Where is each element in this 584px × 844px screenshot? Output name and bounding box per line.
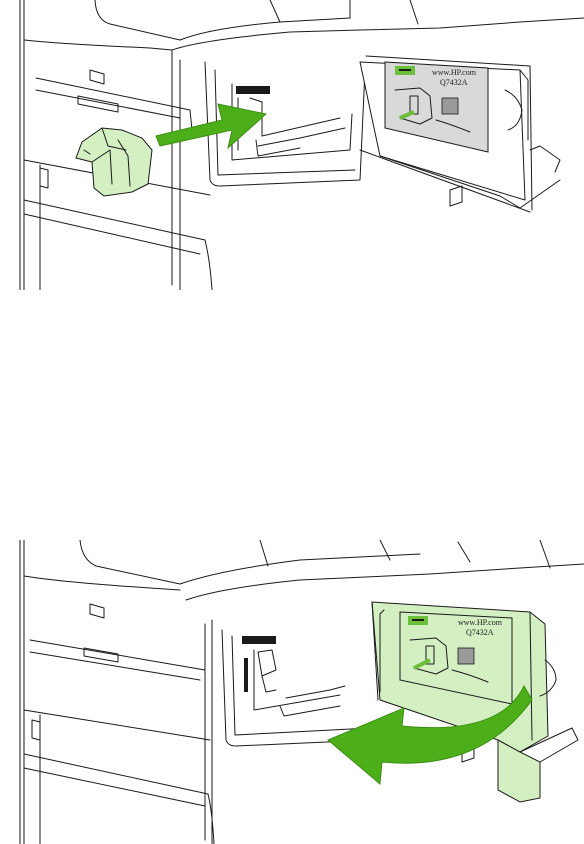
- label-url: www.HP.com: [432, 68, 477, 77]
- insert-cartridge-illustration: www.HP.com Q7432A: [0, 0, 584, 290]
- step-close-door: www.HP.com Q7432A: [0, 540, 584, 844]
- label-part-number: Q7432A: [466, 628, 494, 637]
- label-url: www.HP.com: [458, 618, 503, 627]
- staple-cartridge: [76, 128, 152, 196]
- cavity-slot-marker: [242, 636, 276, 644]
- label-part-number: Q7432A: [440, 78, 468, 87]
- cavity-slot-marker: [236, 86, 270, 94]
- close-door-illustration: www.HP.com Q7432A: [0, 540, 584, 844]
- step-insert-cartridge: www.HP.com Q7432A: [0, 0, 584, 290]
